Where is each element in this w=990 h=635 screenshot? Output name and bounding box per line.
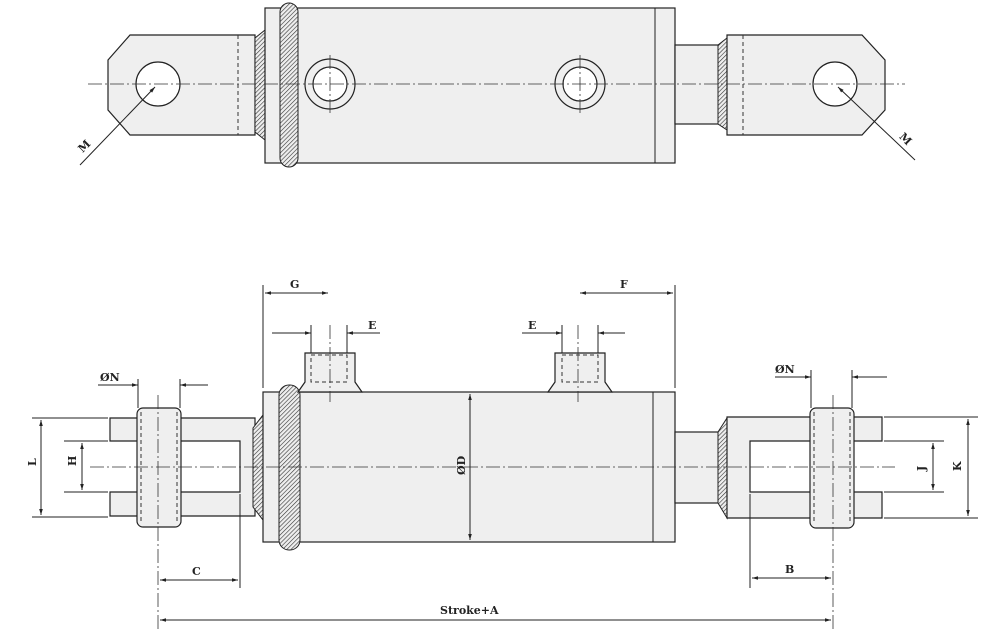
label-stroke-a: Stroke+A: [440, 604, 499, 617]
side-view: G F E E ØN ØN L H ØD J K C B Stroke+A: [26, 278, 978, 630]
label-f: F: [620, 278, 628, 291]
label-b: B: [785, 563, 794, 576]
label-e-left: E: [368, 319, 376, 332]
label-h: H: [66, 456, 79, 466]
right-eye: [726, 34, 886, 136]
rod: [674, 431, 721, 504]
label-e-right: E: [528, 319, 536, 332]
label-c: C: [192, 565, 201, 578]
label-m-left: M: [76, 137, 94, 155]
rod: [674, 44, 721, 125]
left-eye: [107, 34, 256, 136]
left-knurled-nut: [252, 413, 264, 522]
label-d: ØD: [455, 455, 468, 475]
left-knurled-nut: [254, 28, 266, 142]
label-n-right: ØN: [775, 363, 795, 376]
label-l: L: [26, 458, 39, 466]
port-boss-right: [546, 352, 614, 393]
right-knurled-nut: [717, 416, 728, 520]
collar-ring: [278, 384, 301, 551]
left-pin: [136, 407, 182, 528]
label-k: K: [951, 461, 964, 471]
label-g: G: [290, 278, 299, 291]
label-n-left: ØN: [100, 371, 120, 384]
label-j: J: [915, 466, 928, 472]
right-pin: [809, 407, 855, 529]
top-view: M M: [76, 2, 916, 168]
collar-ring: [279, 2, 299, 168]
